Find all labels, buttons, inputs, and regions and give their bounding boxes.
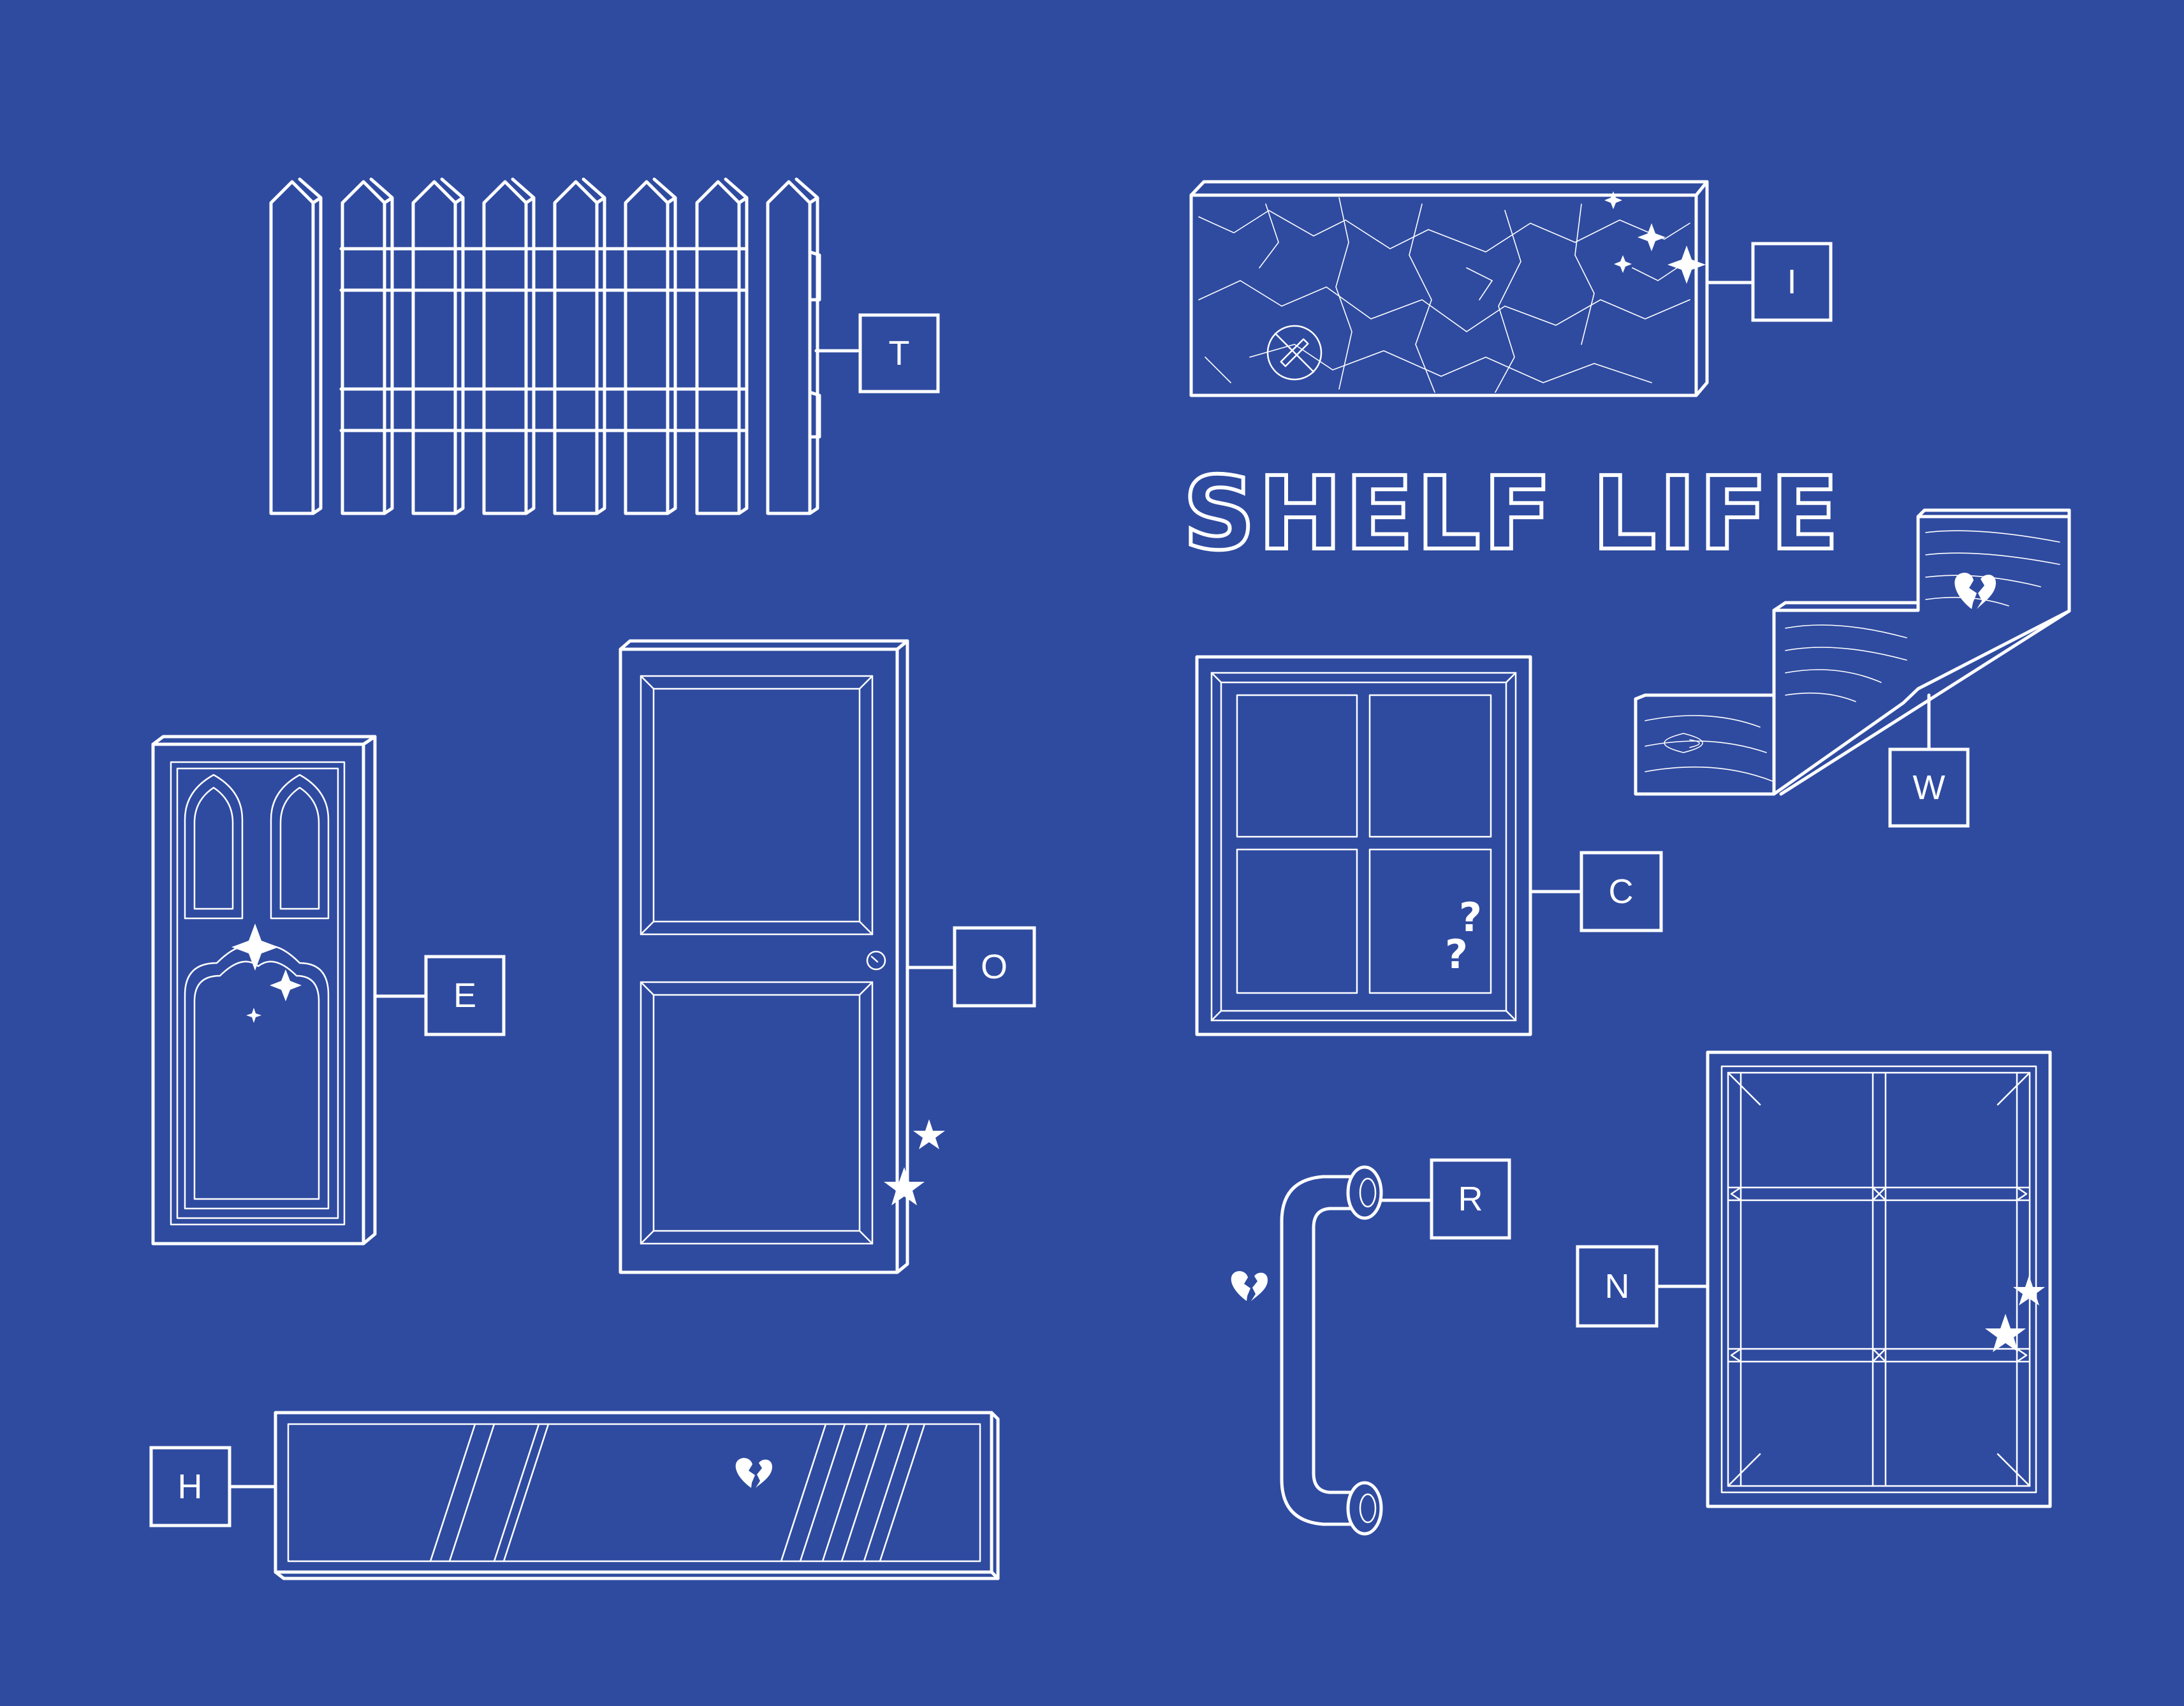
- star-icon: [1985, 1276, 2045, 1352]
- label-i: I: [1751, 242, 1833, 322]
- broken-heart-icon: [1954, 573, 1996, 609]
- radiator-fin: [766, 177, 819, 515]
- label-r: R: [1430, 1158, 1511, 1240]
- mirror-bar: [228, 1411, 1000, 1580]
- radiator: [269, 177, 860, 515]
- radiator-fin: [695, 177, 749, 515]
- label-o-text: O: [981, 948, 1008, 986]
- page-title: SHELF LIFE: [1183, 455, 1842, 573]
- question-mark-icon: ?: [1445, 931, 1468, 978]
- star-icon: [884, 1119, 945, 1205]
- wood-step-shelf: [1634, 508, 2071, 796]
- question-mark-icon: ?: [1459, 894, 1482, 941]
- no-smoking-icon: [1266, 325, 1323, 381]
- label-i-text: I: [1787, 263, 1796, 301]
- radiator-fin: [341, 177, 394, 515]
- radiator-fin: [624, 177, 677, 515]
- door-knob-icon: [866, 950, 886, 971]
- label-h-text: H: [178, 1467, 203, 1506]
- label-t-text: T: [889, 334, 910, 372]
- label-w-text: W: [1913, 768, 1946, 807]
- label-w: W: [1888, 747, 1970, 828]
- radiator-fins: [269, 177, 819, 515]
- window-frame: ? ?: [1195, 655, 1583, 1036]
- gothic-cabinet-door: [151, 735, 428, 1246]
- label-n-text: N: [1605, 1267, 1630, 1305]
- label-e: E: [424, 955, 506, 1036]
- sparkle-icon: [1604, 191, 1706, 284]
- radiator-fin: [482, 177, 536, 515]
- label-c-text: C: [1609, 872, 1634, 911]
- radiator-fin: [411, 177, 465, 515]
- radiator-fin: [553, 177, 606, 515]
- label-r-text: R: [1458, 1180, 1483, 1218]
- sparkle-icon: [231, 923, 302, 1023]
- broken-heart-icon: [735, 1458, 772, 1488]
- beveled-panel: [1655, 1050, 2052, 1508]
- label-e-text: E: [453, 976, 476, 1015]
- broken-heart-icon: [1231, 1271, 1268, 1301]
- marble-shelf: [1189, 180, 1755, 397]
- label-h: H: [149, 1446, 231, 1527]
- label-t: T: [858, 313, 940, 393]
- label-c: C: [1579, 851, 1663, 932]
- grab-handle: [1231, 1165, 1433, 1536]
- label-o: O: [953, 926, 1036, 1008]
- radiator-fin: [269, 177, 323, 515]
- label-n: N: [1576, 1245, 1659, 1328]
- panel-door: [619, 639, 956, 1274]
